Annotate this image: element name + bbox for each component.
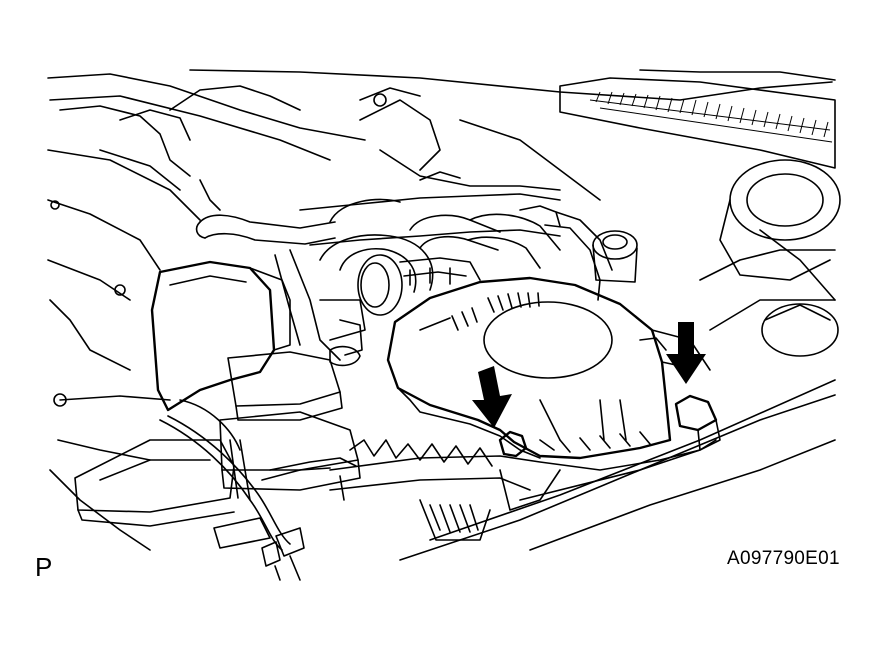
brake-booster	[592, 159, 841, 357]
wire-harness	[159, 399, 357, 581]
view-label: P	[35, 552, 53, 582]
relay-blocks	[74, 351, 361, 527]
resonator-box	[150, 260, 291, 412]
intake-hoses	[50, 85, 613, 407]
air-cleaner-case	[386, 276, 718, 460]
cowl-vent-grille	[559, 77, 836, 169]
engine-bay-outline	[47, 69, 836, 561]
arrow-down-icon	[472, 366, 512, 428]
figure-code: A097790E01	[727, 548, 840, 569]
arrow-down-icon	[666, 322, 706, 384]
air-cleaner-lower-case	[329, 419, 721, 541]
